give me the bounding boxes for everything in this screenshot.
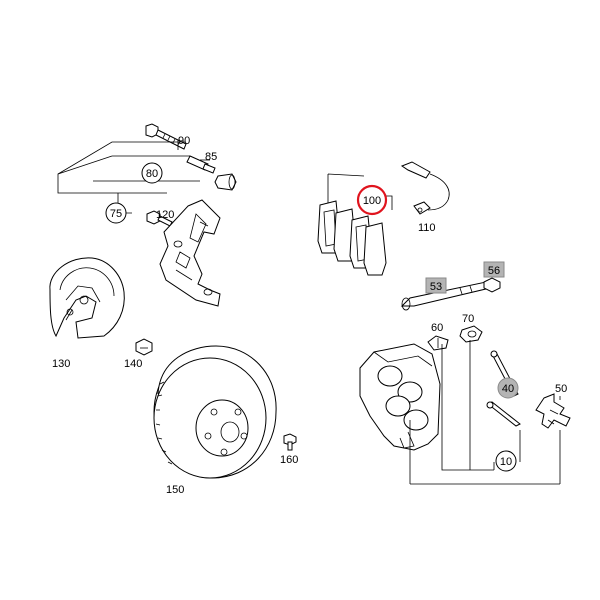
callout-100-highlight-circle: [356, 184, 388, 216]
caliper-bolts-group: [57, 123, 237, 227]
callout-40[interactable]: 40: [497, 377, 519, 399]
callout-56[interactable]: 56: [483, 261, 505, 278]
pin-part: [186, 155, 216, 174]
callout-56-label: 56: [488, 265, 500, 277]
callout-50-label: 50: [555, 383, 567, 395]
callout-150[interactable]: 150: [166, 484, 184, 496]
callout-140-label: 140: [124, 358, 142, 370]
callout-85[interactable]: 85: [205, 151, 217, 163]
callout-80-circle: [141, 162, 163, 184]
callout-56-box: [483, 261, 505, 278]
callout-120[interactable]: 120: [156, 209, 174, 221]
callout-53-box: [425, 277, 447, 294]
callout-70-label: 70: [462, 313, 474, 325]
callout-85-label: 85: [205, 151, 217, 163]
bleeder-valve-part: [427, 335, 449, 351]
callout-75-circle: [105, 202, 127, 224]
callout-80-label: 80: [146, 168, 158, 180]
guide-bolt-part: [145, 123, 187, 150]
callout-110-label: 110: [418, 222, 436, 234]
callout-150-label: 150: [166, 484, 184, 496]
disc-screw-part: [283, 433, 297, 451]
callout-53-label: 53: [430, 281, 442, 293]
callout-80[interactable]: 80: [141, 162, 163, 184]
callout-110[interactable]: 110: [418, 222, 436, 234]
spring-clip-part: [535, 393, 571, 429]
brake-pads-part: [317, 173, 393, 276]
brake-disc-part: [153, 345, 277, 479]
callout-10-label: 10: [500, 456, 512, 468]
seal-ring-part: [459, 325, 483, 343]
hub-bolt-part: [135, 338, 153, 356]
callout-130-label: 130: [52, 358, 70, 370]
callout-10-circle: [495, 450, 517, 472]
caliper-bracket-part: [159, 199, 221, 307]
callout-50[interactable]: 50: [555, 383, 567, 395]
wear-sensor-part: [400, 161, 450, 215]
callout-75-label: 75: [110, 208, 122, 220]
brake-caliper-part: [359, 343, 441, 451]
callout-100-label: 100: [363, 195, 381, 207]
callout-60[interactable]: 60: [431, 322, 443, 334]
callout-70[interactable]: 70: [462, 313, 474, 325]
callout-75[interactable]: 75: [105, 202, 127, 224]
callout-160-label: 160: [280, 454, 298, 466]
callout-160[interactable]: 160: [280, 454, 298, 466]
callout-90[interactable]: 90: [178, 135, 190, 147]
callout-100[interactable]: 100: [356, 184, 388, 216]
callout-10[interactable]: 10: [495, 450, 517, 472]
callout-60-label: 60: [431, 322, 443, 334]
callout-40-label: 40: [502, 383, 514, 395]
callout-90-label: 90: [178, 135, 190, 147]
dust-shield-part: [49, 257, 125, 339]
pin-cap-part: [483, 277, 501, 293]
callout-53[interactable]: 53: [425, 277, 447, 294]
callout-130[interactable]: 130: [52, 358, 70, 370]
callout-40-circle: [497, 377, 519, 399]
bushing-part: [214, 173, 237, 191]
callout-140[interactable]: 140: [124, 358, 142, 370]
callout-120-label: 120: [156, 209, 174, 221]
